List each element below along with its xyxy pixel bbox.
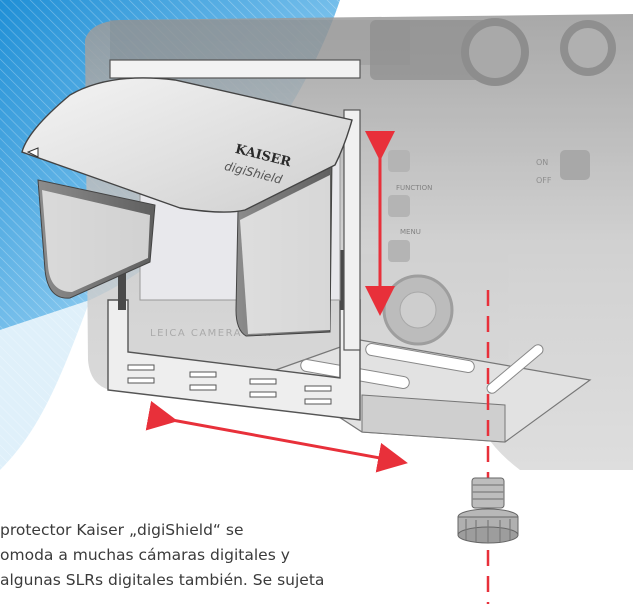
tripod-screw [457, 477, 519, 544]
caption-line: algunas SLRs digitales también. Se sujet… [0, 571, 325, 589]
hood-top [21, 77, 353, 213]
digishield-frame [107, 59, 361, 421]
camera-engraving: LEICA CAMERA DEN [150, 328, 273, 339]
camera-label-function: FUNCTION [396, 184, 432, 192]
caption-line: omoda a muchas cámaras digitales y [0, 546, 290, 564]
width-adjust-arrow [145, 400, 408, 473]
camera-label-on: ON [536, 158, 548, 167]
product-description: protector Kaiser „digiShield“ se omoda a… [0, 518, 420, 593]
camera-label-off: OFF [536, 176, 552, 185]
camera-label-menu: MENU [400, 228, 421, 236]
caption-line: protector Kaiser „digiShield“ se [0, 521, 244, 539]
